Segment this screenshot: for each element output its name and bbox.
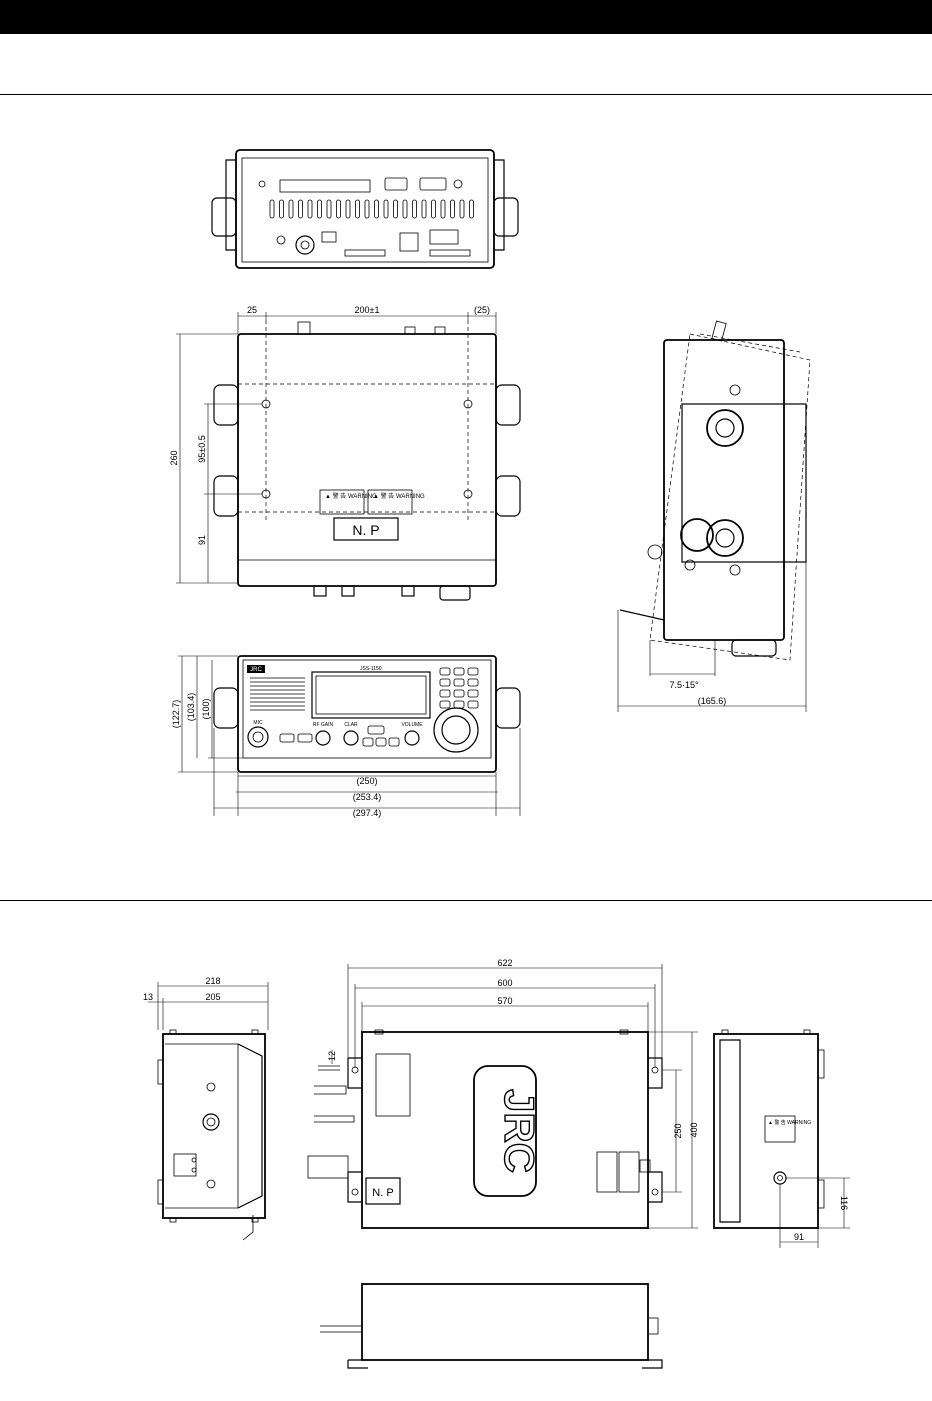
dim-12: 12 [327, 1051, 337, 1061]
dim-103-4: (103.4) [186, 693, 196, 722]
right-end-view-dimensions: 116 91 [780, 1178, 850, 1248]
vent-slot [384, 200, 388, 218]
svg-text:▲ 警 告 WARNING: ▲ 警 告 WARNING [325, 492, 377, 500]
main-nameplate: N. P [372, 1187, 393, 1199]
dim-165-6: (165.6) [698, 696, 727, 706]
main-view: JRC N. P [308, 1030, 662, 1228]
vent-slot [346, 200, 350, 218]
dim-570: 570 [497, 996, 512, 1006]
dim-260: 260 [169, 450, 179, 465]
dim-122-7: (122.7) [171, 700, 181, 729]
vent-slot [280, 200, 284, 218]
top-view-dimensions: 25 200±1 (25) 260 95±0.5 91 [169, 305, 496, 583]
vent-slot [337, 200, 341, 218]
keypad-key [468, 679, 478, 686]
vent-slot [308, 200, 312, 218]
left-end-view [158, 1030, 265, 1240]
side-view [620, 321, 810, 660]
mic-label: MIC [253, 720, 263, 726]
dim-218: 218 [205, 976, 220, 986]
left-end-view-dimensions: 218 13 205 [143, 976, 268, 1030]
dim-297-4: (297.4) [353, 808, 382, 818]
dim-tilt: 7.5·15° [669, 680, 699, 690]
front-view: JRC JSS-1150 MIC RF GAIN CLAR VOLUME [214, 656, 520, 772]
right-end-view: ▲ 警 告 WARNING [714, 1030, 824, 1228]
keypad-key [468, 701, 478, 708]
dim-25: 25 [247, 305, 257, 315]
side-view-dimensions: 7.5·15° (165.6) [618, 560, 806, 712]
vent-slot [460, 200, 464, 218]
keypad-key [468, 690, 478, 697]
vent-slot [403, 200, 407, 218]
dim-400: 400 [689, 1122, 699, 1137]
clar-label: CLAR [344, 722, 358, 728]
keypad-key [454, 690, 464, 697]
vent-slot [470, 200, 474, 218]
keypad-key [440, 690, 450, 697]
dim-200: 200±1 [355, 305, 380, 315]
vent-slot [441, 200, 445, 218]
dim-116: 116 [839, 1196, 849, 1210]
keypad-key [454, 668, 464, 675]
dim-91: 91 [197, 535, 207, 545]
vent-slot [394, 200, 398, 218]
dim-205: 205 [205, 992, 220, 1002]
dim-95: 95±0.5 [197, 435, 207, 462]
keypad-key [440, 701, 450, 708]
front-model-text: JSS-1150 [360, 666, 382, 672]
dim-622: 622 [497, 958, 512, 968]
keypad-key [440, 679, 450, 686]
front-logo: JRC [250, 667, 262, 673]
top-view: ▲ 警 告 WARNING ▲ 警 告 WARNING N. P [214, 320, 520, 600]
dim-600: 600 [497, 978, 512, 988]
dim-250: (250) [356, 776, 377, 786]
vent-slot [318, 200, 322, 218]
rear-view [212, 150, 518, 268]
svg-text:▲ 警 告 WARNING: ▲ 警 告 WARNING [768, 1119, 811, 1126]
vent-slot [432, 200, 436, 218]
vent-slot [356, 200, 360, 218]
keypad-key [454, 679, 464, 686]
keypad-key [468, 668, 478, 675]
dim-250-lower: 250 [673, 1123, 683, 1138]
dim-91-lower: 91 [794, 1232, 804, 1242]
vent-slot [451, 200, 455, 218]
vent-slot [299, 200, 303, 218]
vent-slot [375, 200, 379, 218]
vent-slot [422, 200, 426, 218]
keypad-key [440, 668, 450, 675]
vent-slot [365, 200, 369, 218]
vent-slot [289, 200, 293, 218]
main-logo: JRC [496, 1089, 543, 1173]
vent-slot [270, 200, 274, 218]
dim-100: (100) [201, 698, 211, 719]
dim-13: 13 [143, 992, 153, 1002]
dim-253-4: (253.4) [353, 792, 382, 802]
svg-text:▲ 警 告 WARNING: ▲ 警 告 WARNING [373, 492, 425, 500]
vent-slot [413, 200, 417, 218]
top-nameplate: N. P [352, 522, 379, 538]
bottom-side-view [320, 1284, 662, 1368]
rf-gain-label: RF GAIN [313, 722, 334, 728]
dim-25-right: (25) [474, 305, 490, 315]
vent-slot [327, 200, 331, 218]
volume-label: VOLUME [401, 722, 423, 728]
keypad-key [454, 701, 464, 708]
